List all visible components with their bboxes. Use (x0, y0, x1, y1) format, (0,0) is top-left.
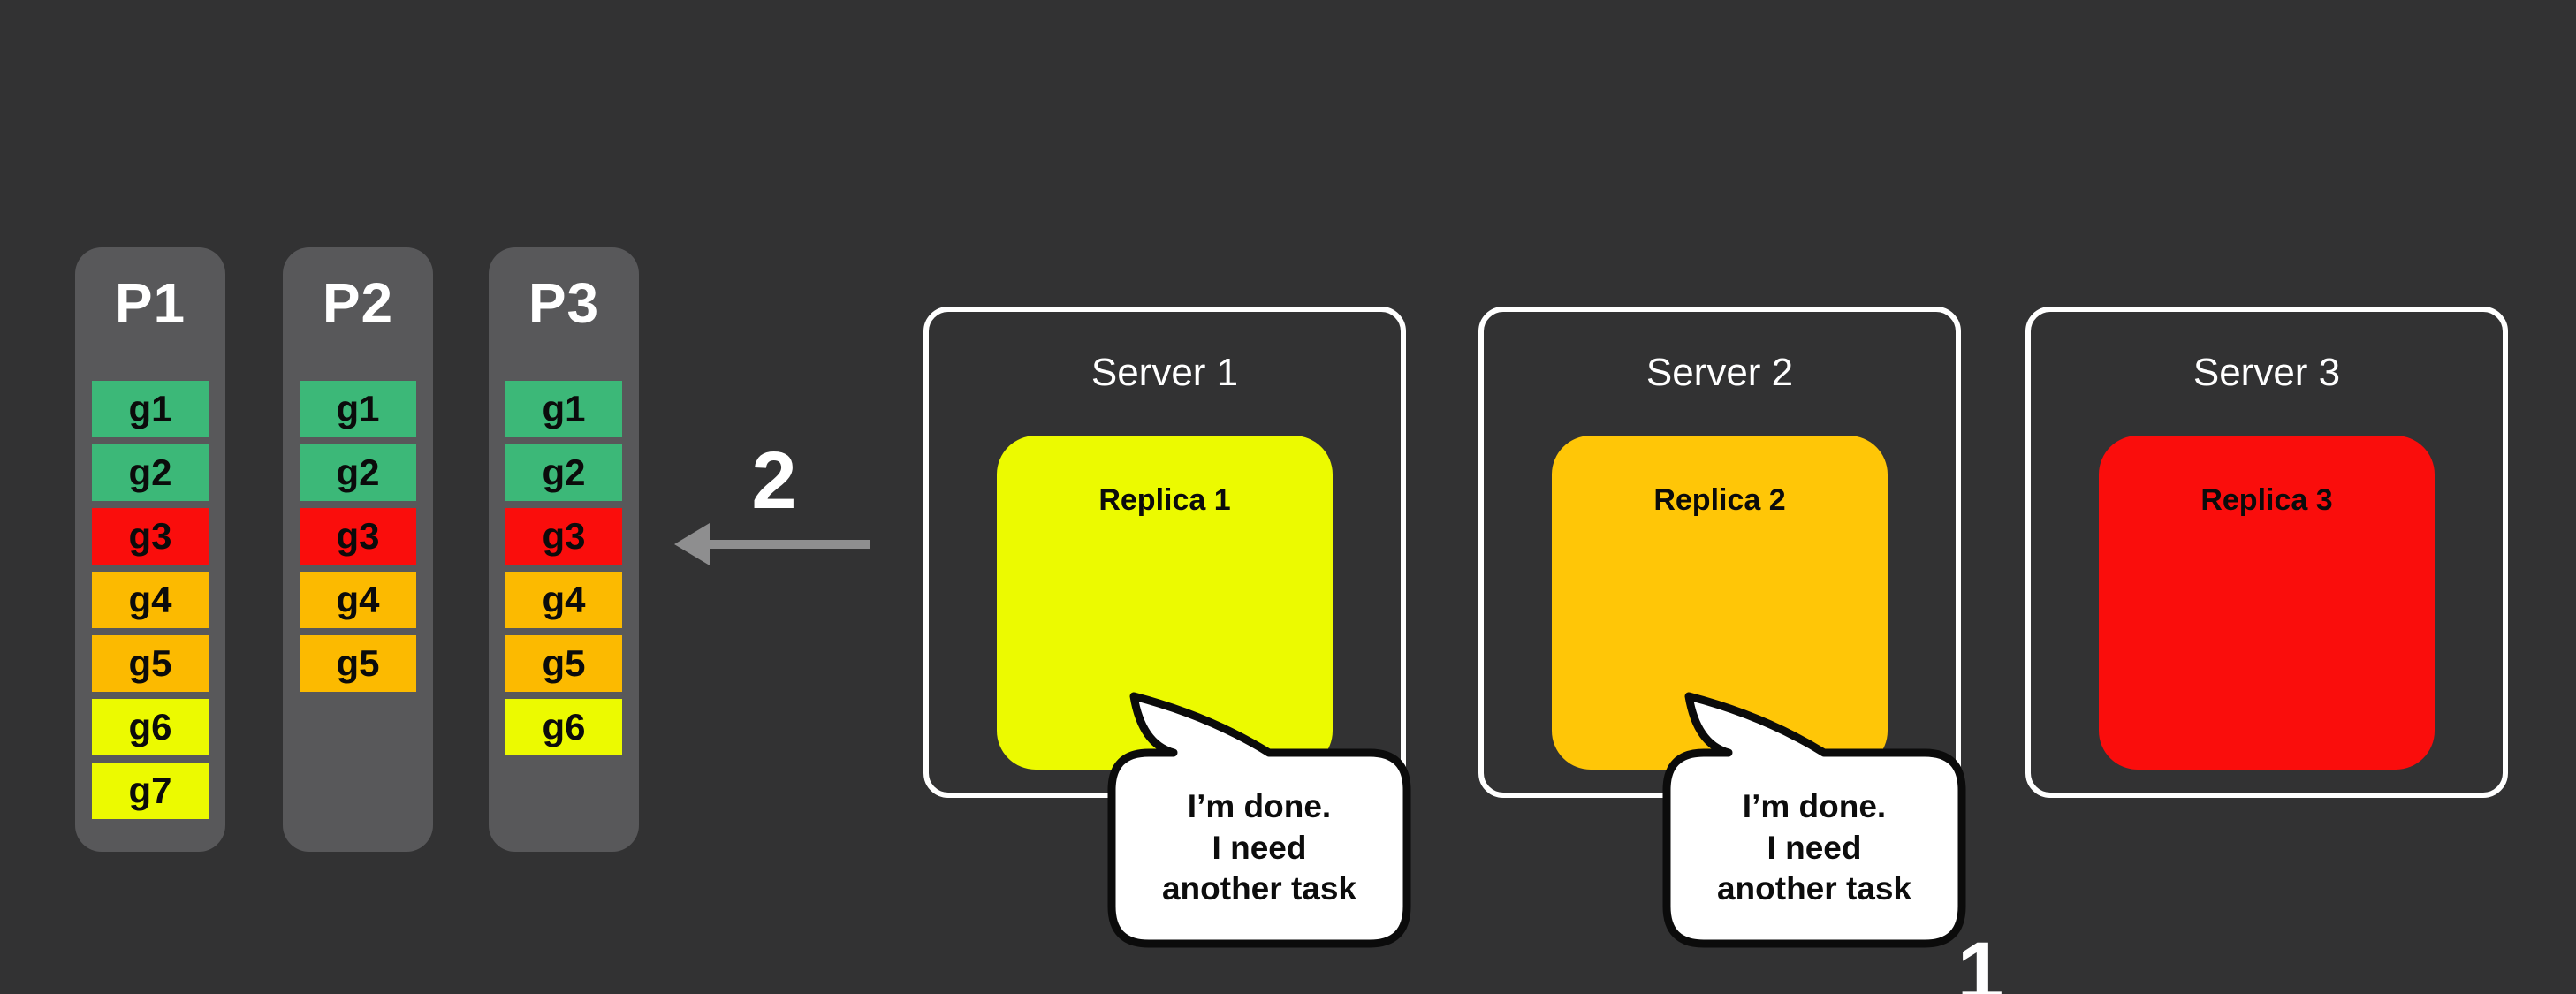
task-g7: g7 (92, 763, 209, 819)
bubble-line: I need (1212, 829, 1307, 866)
task-g1: g1 (92, 381, 209, 437)
speech-bubble-1: I’m done. I need another task (1096, 680, 1423, 954)
arrow-left-icon (674, 523, 870, 565)
task-g4: g4 (92, 572, 209, 628)
task-g3: g3 (505, 508, 622, 565)
task-g3: g3 (300, 508, 416, 565)
replica-label: Replica 2 (1653, 483, 1786, 517)
task-g1: g1 (505, 381, 622, 437)
task-g4: g4 (505, 572, 622, 628)
task-list: g1 g2 g3 g4 g5 g6 (505, 381, 622, 755)
bubble-line: I’m done. (1742, 788, 1887, 825)
replica-label: Replica 3 (2200, 483, 2333, 517)
task-list: g1 g2 g3 g4 g5 g6 g7 (92, 381, 209, 819)
server-title: Server 3 (2192, 351, 2341, 394)
speech-bubble-shape (1107, 692, 1411, 948)
replica-label: Replica 1 (1098, 483, 1231, 517)
partition-title: P2 (322, 271, 394, 335)
partition-p2: P2 g1 g2 g3 g4 g5 (283, 247, 433, 852)
partition-p1: P1 g1 g2 g3 g4 g5 g6 g7 (75, 247, 225, 852)
step-1-label: 1 (1957, 925, 2004, 994)
speech-bubble-2: I’m done. I need another task (1651, 680, 1978, 954)
speech-bubble-shape (1662, 692, 1966, 948)
server-title: Server 2 (1645, 351, 1794, 394)
partition-title: P1 (114, 271, 186, 335)
task-list: g1 g2 g3 g4 g5 (300, 381, 416, 692)
speech-bubble-text: I’m done. I need another task (1667, 753, 1962, 944)
bubble-line: I need (1767, 829, 1862, 866)
replica-3: Replica 3 (2099, 436, 2435, 770)
speech-bubble-text: I’m done. I need another task (1112, 753, 1407, 944)
step-2-label: 2 (751, 436, 797, 526)
bubble-line: another task (1161, 870, 1356, 907)
partition-p3: P3 g1 g2 g3 g4 g5 g6 (489, 247, 639, 852)
task-g2: g2 (300, 444, 416, 501)
task-g1: g1 (300, 381, 416, 437)
task-g6: g6 (92, 699, 209, 755)
bubble-line: another task (1716, 870, 1911, 907)
task-g5: g5 (92, 635, 209, 692)
task-g5: g5 (505, 635, 622, 692)
bubble-line: I’m done. (1187, 788, 1332, 825)
server-3: Server 3 Replica 3 (2025, 307, 2508, 798)
partition-title: P3 (528, 271, 600, 335)
task-g6: g6 (505, 699, 622, 755)
server-title: Server 1 (1090, 351, 1239, 394)
task-g4: g4 (300, 572, 416, 628)
task-g2: g2 (92, 444, 209, 501)
task-g3: g3 (92, 508, 209, 565)
task-g5: g5 (300, 635, 416, 692)
task-g2: g2 (505, 444, 622, 501)
